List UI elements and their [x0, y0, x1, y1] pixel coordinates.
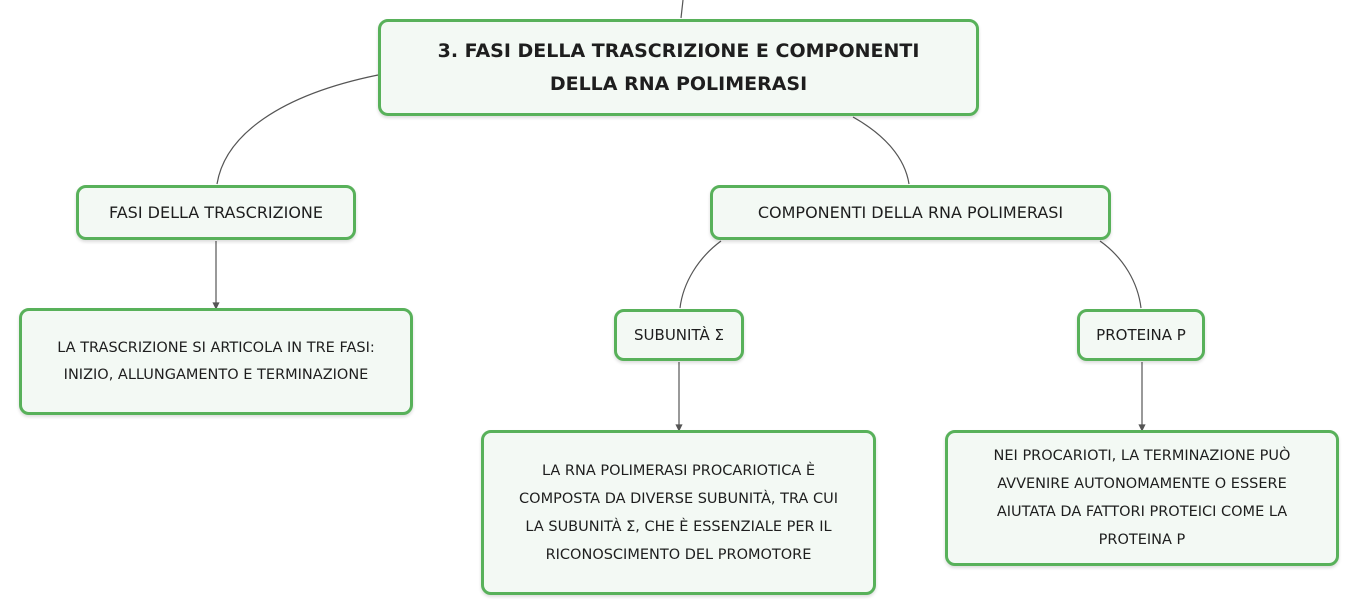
connector-componenti-to-subunita [679, 240, 722, 309]
subunita-detail-line-2: COMPOSTA DA DIVERSE SUBUNITÀ, TRA CUI [519, 490, 838, 507]
topic-proteina-rho[interactable]: PROTEINA Ρ [1077, 309, 1205, 361]
connector-root-to-fasi [216, 74, 379, 185]
topic-fasi-label: FASI DELLA TRASCRIZIONE [109, 202, 323, 222]
proteina-detail-line-2: AVVENIRE AUTONOMAMENTE O ESSERE [997, 476, 1287, 492]
topic-subunita-label: SUBUNITÀ Σ [634, 326, 724, 344]
proteina-detail-line-3: AIUTATA DA FATTORI PROTEICI COME LA [996, 504, 1288, 520]
proteina-detail-line-4: PROTEINA Ρ [1098, 532, 1186, 548]
topic-fasi-detail[interactable]: LA TRASCRIZIONE SI ARTICOLA IN TRE FASI:… [19, 308, 413, 415]
proteina-detail-line-1: NEI PROCARIOTI, LA TERMINAZIONE PUÒ [993, 448, 1291, 464]
topic-subunita-detail[interactable]: LA RNA POLIMERASI PROCARIOTICA È COMPOST… [481, 430, 876, 595]
fasi-detail-line-2: INIZIO, ALLUNGAMENTO E TERMINAZIONE [63, 366, 369, 383]
subunita-detail-line-1: LA RNA POLIMERASI PROCARIOTICA È [541, 462, 816, 479]
root-topic-line-2: DELLA RNA POLIMERASI [549, 72, 808, 95]
subunita-detail-line-4: RICONOSCIMENTO DEL PROMOTORE [545, 546, 812, 563]
connector-componenti-to-proteina [1099, 240, 1142, 309]
topic-subunita-sigma[interactable]: SUBUNITÀ Σ [614, 309, 744, 361]
subunita-detail-line-3: LA SUBUNITÀ Σ, CHE È ESSENZIALE PER IL [525, 518, 832, 535]
connector-root-to-componenti [852, 116, 910, 185]
topic-fasi-della-trascrizione[interactable]: FASI DELLA TRASCRIZIONE [76, 185, 356, 240]
root-topic[interactable]: 3. FASI DELLA TRASCRIZIONE E COMPONENTI … [378, 19, 979, 116]
topic-proteina-label: PROTEINA Ρ [1096, 326, 1186, 344]
topic-proteina-detail[interactable]: NEI PROCARIOTI, LA TERMINAZIONE PUÒ AVVE… [945, 430, 1339, 566]
root-topic-line-1: 3. FASI DELLA TRASCRIZIONE E COMPONENTI [437, 39, 920, 62]
connector-parent-to-root [680, 0, 684, 19]
topic-componenti-rna-polimerasi[interactable]: COMPONENTI DELLA RNA POLIMERASI [710, 185, 1111, 240]
topic-componenti-label: COMPONENTI DELLA RNA POLIMERASI [757, 202, 1064, 222]
fasi-detail-line-1: LA TRASCRIZIONE SI ARTICOLA IN TRE FASI: [57, 339, 375, 356]
